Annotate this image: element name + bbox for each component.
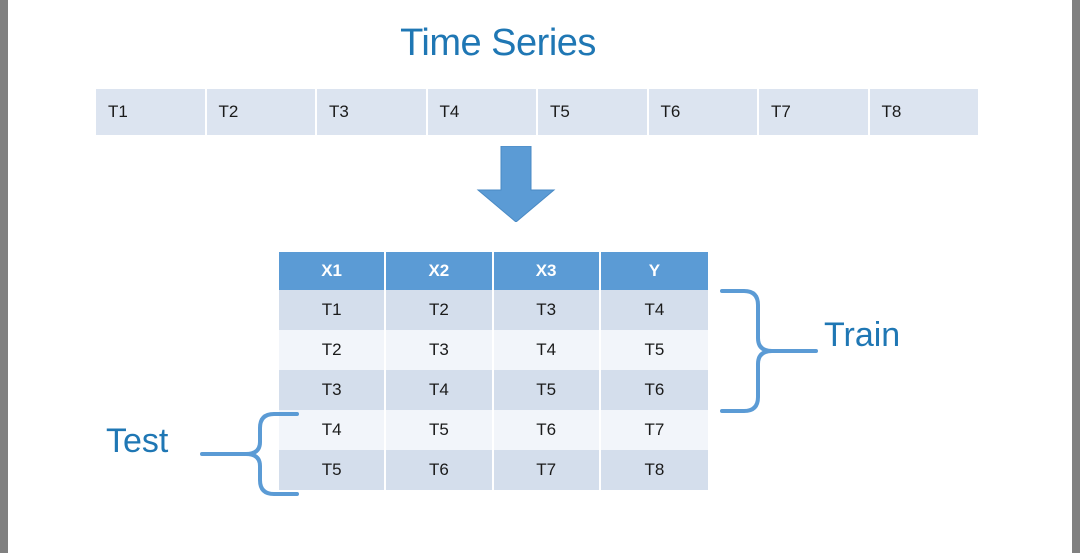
table-row: T4 T5 T6 T7 <box>279 410 708 450</box>
test-label: Test <box>106 422 169 460</box>
table-cell: T5 <box>600 330 708 370</box>
table-cell: T5 <box>386 410 494 450</box>
table-cell: T7 <box>493 450 601 490</box>
table-row: T1 T2 T3 T4 <box>279 290 708 330</box>
table-cell: T4 <box>386 370 494 410</box>
table-cell: T5 <box>279 450 387 490</box>
slide-canvas: Time Series T1 T2 T3 T4 T5 T6 T7 T8 X1 X… <box>8 0 1072 553</box>
table-cell: T4 <box>493 330 601 370</box>
table-cell: T2 <box>279 330 387 370</box>
table-row: T5 T6 T7 T8 <box>279 450 708 490</box>
left-brace-icon <box>200 412 299 496</box>
time-series-cell: T6 <box>648 89 759 135</box>
table-cell: T5 <box>493 370 601 410</box>
time-series-strip: T1 T2 T3 T4 T5 T6 T7 T8 <box>96 89 978 135</box>
time-series-cell: T2 <box>206 89 317 135</box>
train-label: Train <box>824 316 901 354</box>
table-header-cell-y: Y <box>600 252 708 290</box>
table-header-cell-x1: X1 <box>279 252 387 290</box>
time-series-cell: T4 <box>427 89 538 135</box>
table-cell: T6 <box>386 450 494 490</box>
table-header: X1 X2 X3 Y <box>279 252 708 290</box>
table-cell: T3 <box>279 370 387 410</box>
right-brace-icon <box>720 289 818 413</box>
time-series-cell: T7 <box>759 89 870 135</box>
table-cell: T7 <box>600 410 708 450</box>
time-series-cell: T1 <box>96 89 207 135</box>
page-title: Time Series <box>400 22 596 64</box>
time-series-cell: T3 <box>317 89 428 135</box>
table-header-cell-x2: X2 <box>386 252 494 290</box>
table-row: T2 T3 T4 T5 <box>279 330 708 370</box>
table-cell: T6 <box>600 370 708 410</box>
table-row: T3 T4 T5 T6 <box>279 370 708 410</box>
table-cell: T4 <box>279 410 387 450</box>
test-annotation: Test <box>98 410 303 498</box>
table-cell: T3 <box>493 290 601 330</box>
table-cell: T6 <box>493 410 601 450</box>
supervised-frame-table: X1 X2 X3 Y T1 T2 T3 T4 T2 T3 T4 T5 T3 T4 <box>279 252 708 490</box>
time-series-cell: T5 <box>538 89 649 135</box>
table-cell: T4 <box>600 290 708 330</box>
table-cell: T8 <box>600 450 708 490</box>
table-header-cell-x3: X3 <box>493 252 601 290</box>
table-body: T1 T2 T3 T4 T2 T3 T4 T5 T3 T4 T5 T6 T4 T… <box>279 290 708 490</box>
table-cell: T3 <box>386 330 494 370</box>
table-header-row: X1 X2 X3 Y <box>279 252 708 290</box>
table-cell: T2 <box>386 290 494 330</box>
time-series-cell: T8 <box>869 89 978 135</box>
arrow-down-icon <box>476 146 556 222</box>
table-cell: T1 <box>279 290 387 330</box>
train-annotation: Train <box>716 286 946 416</box>
